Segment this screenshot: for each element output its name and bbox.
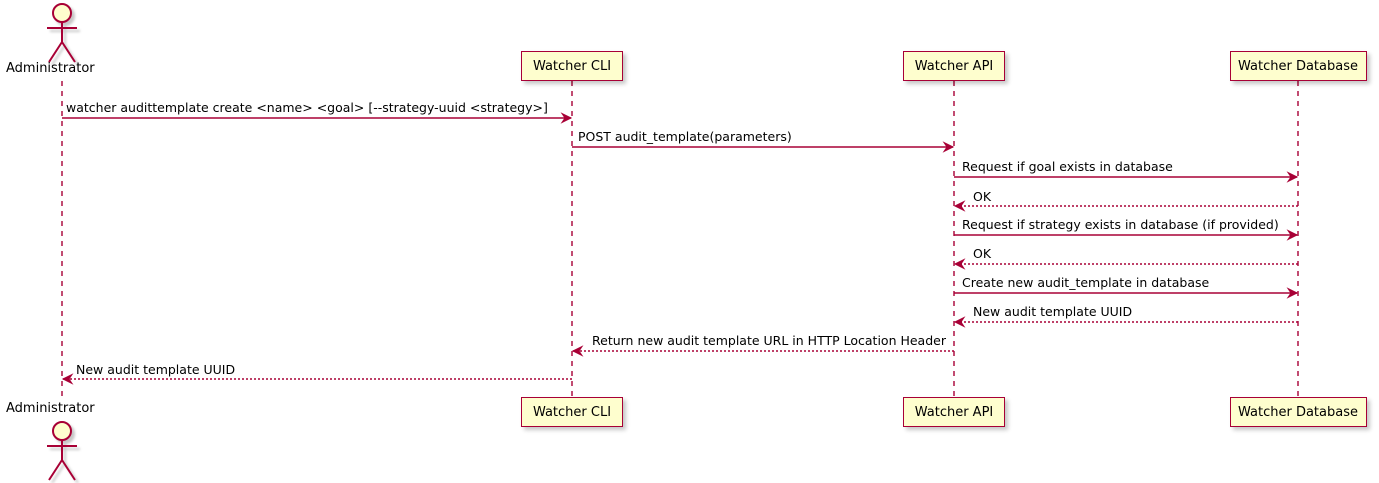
- participant-label-watcher-api: Watcher API: [914, 404, 994, 420]
- message-label-8: New audit template UUID: [973, 304, 1133, 319]
- message-label-9: Return new audit template URL in HTTP Lo…: [592, 333, 946, 348]
- message-label-5: Request if strategy exists in database (…: [962, 217, 1279, 232]
- actor-figure-bottom-administrator: [47, 421, 77, 481]
- participant-label-watcher-cli: Watcher CLI: [532, 58, 612, 74]
- participant-label-watcher-cli: Watcher CLI: [532, 404, 612, 420]
- participant-box-watcher-database-bottom[interactable]: Watcher Database: [1229, 397, 1367, 427]
- arrowhead-9: [571, 345, 584, 357]
- message-label-7: Create new audit_template in database: [962, 275, 1210, 290]
- message-label-3: Request if goal exists in database: [962, 159, 1173, 174]
- participant-label-watcher-database: Watcher Database: [1238, 58, 1358, 74]
- actor-figure-top-administrator: [47, 3, 77, 63]
- message-label-2: POST audit_template(parameters): [578, 129, 792, 144]
- message-arrows-group: [61, 112, 1299, 385]
- message-label-1: watcher audittemplate create <name> <goa…: [66, 100, 548, 115]
- message-label-4: OK: [973, 189, 992, 204]
- arrowhead-3: [1286, 171, 1299, 183]
- arrowhead-4: [953, 200, 966, 212]
- participant-box-watcher-cli-bottom[interactable]: Watcher CLI: [521, 397, 623, 427]
- participant-box-watcher-database-top[interactable]: Watcher Database: [1229, 51, 1367, 81]
- arrowhead-2: [942, 141, 955, 153]
- actor-figures-group: [47, 3, 77, 481]
- actor-label-administrator-bottom: Administrator: [6, 401, 95, 416]
- arrowhead-7: [1286, 287, 1299, 299]
- participant-label-watcher-api: Watcher API: [914, 58, 994, 74]
- participant-label-watcher-database: Watcher Database: [1238, 404, 1358, 420]
- participant-box-watcher-api-bottom[interactable]: Watcher API: [903, 397, 1005, 427]
- participant-box-watcher-cli-top[interactable]: Watcher CLI: [521, 51, 623, 81]
- arrowhead-1: [560, 112, 573, 124]
- lifelines-group: [61, 81, 1299, 397]
- arrowhead-5: [1286, 229, 1299, 241]
- arrowhead-6: [953, 258, 966, 270]
- participant-box-watcher-api-top[interactable]: Watcher API: [903, 51, 1005, 81]
- message-label-6: OK: [973, 246, 992, 261]
- message-label-10: New audit template UUID: [76, 362, 236, 377]
- actor-label-administrator-top: Administrator: [6, 61, 95, 76]
- arrowhead-8: [953, 316, 966, 328]
- arrowhead-10: [61, 373, 74, 385]
